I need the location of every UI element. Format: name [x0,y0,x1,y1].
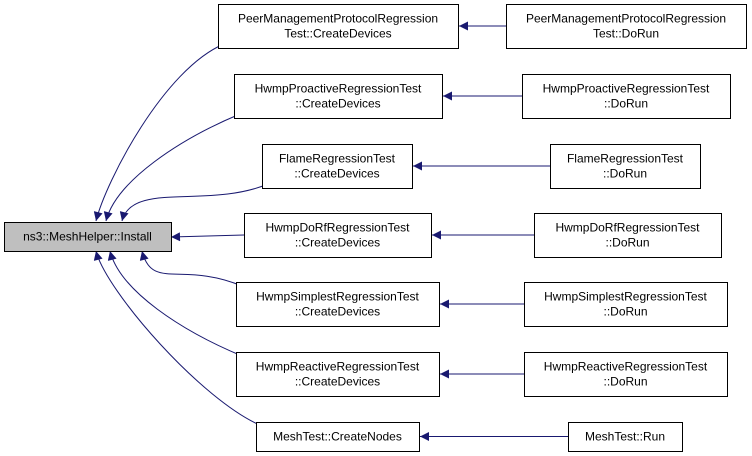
hwmp-dorf-create-devices-node[interactable]: HwmpDoRfRegressionTest::CreateDevices [244,213,432,258]
mesh-helper-install-node-box [4,222,172,252]
flame-create-devices-node[interactable]: FlameRegressionTest::CreateDevices [262,144,413,189]
hwmp-proactive-dorun-node-box [522,74,731,119]
hwmp-proactive-dorun-node[interactable]: HwmpProactiveRegressionTest::DoRun [522,74,731,119]
flame-dorun-node-box [550,144,701,189]
peer-management-create-devices-node-label: Test::CreateDevices [284,27,391,41]
flame-create-devices-node-label: ::CreateDevices [294,167,379,181]
hwmp-dorf-dorun-node-box [534,213,722,258]
peer-management-create-devices-node[interactable]: PeerManagementProtocolRegressionTest::Cr… [218,4,459,49]
edge-hwmp-reactive-create-devices [107,250,243,357]
hwmp-proactive-dorun-node-label: ::DoRun [604,97,648,111]
peer-management-dorun-node-label: PeerManagementProtocolRegression [526,12,726,26]
peer-management-dorun-node[interactable]: PeerManagementProtocolRegressionTest::Do… [506,4,747,49]
hwmp-simplest-create-devices-node-label: HwmpSimplestRegressionTest [256,290,419,304]
hwmp-proactive-create-devices-node-label: ::CreateDevices [295,97,380,111]
hwmp-dorf-create-devices-node-label: ::CreateDevices [295,236,380,250]
hwmp-simplest-create-devices-node-box [236,282,440,327]
flame-dorun-node-label: ::DoRun [603,167,647,181]
mesh-test-create-nodes-node[interactable]: MeshTest::CreateNodes [256,422,420,452]
edge-flame-create-devices [119,183,269,222]
mesh-test-create-nodes-node-label: MeshTest::CreateNodes [273,430,402,444]
hwmp-simplest-create-devices-node[interactable]: HwmpSimplestRegressionTest::CreateDevice… [236,282,440,327]
hwmp-reactive-create-devices-node[interactable]: HwmpReactiveRegressionTest::CreateDevice… [236,352,440,397]
mesh-test-run-node-label: MeshTest::Run [585,430,665,444]
peer-management-create-devices-node-label: PeerManagementProtocolRegression [238,12,438,26]
flame-dorun-node[interactable]: FlameRegressionTest::DoRun [550,144,701,189]
mesh-test-run-node-box [568,422,683,452]
edge-mesh-test-create-nodes [93,250,263,427]
hwmp-dorf-create-devices-node-label: HwmpDoRfRegressionTest [265,221,410,235]
hwmp-reactive-create-devices-node-label: HwmpReactiveRegressionTest [256,360,420,374]
mesh-helper-install-node[interactable]: ns3::MeshHelper::Install [4,222,172,252]
hwmp-reactive-dorun-node[interactable]: HwmpReactiveRegressionTest::DoRun [524,352,728,397]
peer-management-dorun-node-label: Test::DoRun [593,27,659,41]
mesh-test-run-node[interactable]: MeshTest::Run [568,422,683,452]
hwmp-simplest-dorun-node-label: HwmpSimplestRegressionTest [544,290,707,304]
hwmp-simplest-dorun-node[interactable]: HwmpSimplestRegressionTest::DoRun [524,282,728,327]
hwmp-simplest-dorun-node-box [524,282,728,327]
edge-peer-management-create-devices [93,43,225,222]
flame-create-devices-node-label: FlameRegressionTest [279,152,396,166]
mesh-helper-install-node-label: ns3::MeshHelper::Install [23,230,152,244]
hwmp-proactive-dorun-node-label: HwmpProactiveRegressionTest [543,82,710,96]
hwmp-reactive-create-devices-node-box [236,352,440,397]
hwmp-dorf-dorun-node[interactable]: HwmpDoRfRegressionTest::DoRun [534,213,722,258]
edge-hwmp-dorf-create-devices [170,232,245,242]
hwmp-proactive-create-devices-node-label: HwmpProactiveRegressionTest [255,82,422,96]
hwmp-reactive-create-devices-node-label: ::CreateDevices [295,375,380,389]
hwmp-proactive-create-devices-node-box [234,74,443,119]
hwmp-dorf-create-devices-node-box [244,213,432,258]
hwmp-reactive-dorun-node-label: HwmpReactiveRegressionTest [544,360,708,374]
hwmp-proactive-create-devices-node[interactable]: HwmpProactiveRegressionTest::CreateDevic… [234,74,443,119]
flame-dorun-node-label: FlameRegressionTest [567,152,684,166]
hwmp-dorf-dorun-node-label: ::DoRun [605,236,649,250]
hwmp-simplest-dorun-node-label: ::DoRun [603,305,647,319]
hwmp-dorf-dorun-node-label: HwmpDoRfRegressionTest [555,221,700,235]
mesh-test-create-nodes-node-box [256,422,420,452]
peer-management-dorun-node-box [506,4,747,49]
hwmp-reactive-dorun-node-label: ::DoRun [603,375,647,389]
hwmp-simplest-create-devices-node-label: ::CreateDevices [295,305,380,319]
edge-hwmp-simplest-create-devices [139,250,243,287]
hwmp-reactive-dorun-node-box [524,352,728,397]
flame-create-devices-node-box [262,144,413,189]
edge-hwmp-proactive-create-devices [103,113,241,222]
peer-management-create-devices-node-box [218,4,459,49]
